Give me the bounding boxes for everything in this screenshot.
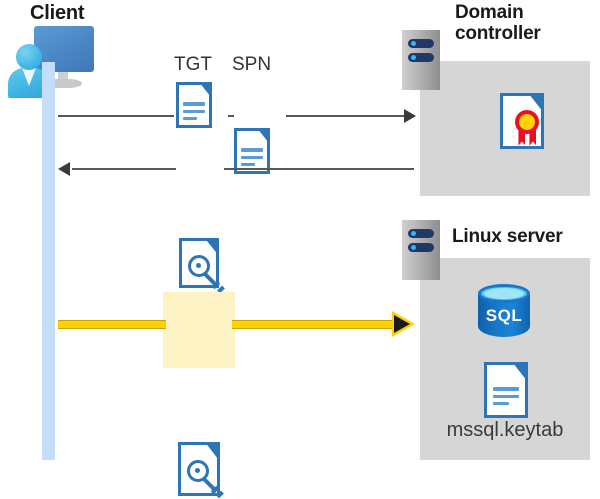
key-ring <box>187 255 210 277</box>
tgt-label: TGT <box>174 54 212 75</box>
domain-controller-title: Domain controller <box>455 2 595 45</box>
domain-controller-title-line2: controller <box>455 23 541 45</box>
ribbon-left <box>518 129 526 146</box>
rack-led-1 <box>411 231 416 236</box>
document-text-lines <box>492 386 520 409</box>
client-title: Client <box>30 2 85 24</box>
domain-controller-panel <box>420 61 590 196</box>
service-ticket-highlight <box>163 292 235 368</box>
ticket-key-document-icon <box>179 238 225 294</box>
response-arrowhead <box>58 162 70 176</box>
rack-led-2 <box>411 55 416 60</box>
service-ticket-arrowhead-inner <box>394 315 410 333</box>
linux-server-title: Linux server <box>452 226 563 247</box>
user-head <box>16 44 42 70</box>
tgt-document-icon <box>176 82 212 128</box>
certificate-seal-icon <box>511 109 540 146</box>
service-ticket-line-segment-1 <box>58 320 166 329</box>
ribbon-right <box>529 129 537 146</box>
monitor-neck <box>58 72 68 81</box>
client-lifeline <box>42 62 55 460</box>
keytab-document-icon <box>484 362 528 418</box>
request-line-segment-3 <box>286 115 412 117</box>
response-line-segment-2 <box>224 168 414 170</box>
key-ring-hole <box>195 263 201 268</box>
certificate-document-icon <box>500 93 544 149</box>
linux-server-server-icon <box>402 220 440 280</box>
spn-document-icon <box>234 128 270 174</box>
rack-slot-2 <box>408 53 434 62</box>
rack-slot-1 <box>408 39 434 48</box>
sql-label: SQL <box>485 306 523 325</box>
sql-database-icon: SQL <box>476 284 532 346</box>
keytab-file-label: mssql.keytab <box>446 419 564 441</box>
response-line-segment-1 <box>72 168 176 170</box>
key-glyph-icon <box>187 460 225 499</box>
request-line-segment-2 <box>228 115 234 117</box>
seal-inner <box>519 113 536 130</box>
service-ticket-key-document-icon <box>178 442 225 499</box>
database-top-inner <box>484 288 524 299</box>
domain-controller-server-icon <box>402 30 440 90</box>
document-text-lines <box>183 102 205 124</box>
key-glyph-icon <box>187 255 225 294</box>
document-text-lines <box>241 148 263 170</box>
rack-slot-1 <box>408 229 434 238</box>
request-arrowhead <box>404 109 416 123</box>
diagram-canvas: Client Domain controller Linux s <box>8 2 595 499</box>
monitor-base <box>44 79 82 88</box>
rack-slot-2 <box>408 243 434 252</box>
rack-led-2 <box>411 245 416 250</box>
spn-label: SPN <box>232 54 272 75</box>
domain-controller-title-line1: Domain <box>455 2 524 23</box>
rack-led-1 <box>411 41 416 46</box>
service-ticket-line-segment-2 <box>232 320 396 329</box>
request-line-segment-1 <box>58 115 174 117</box>
